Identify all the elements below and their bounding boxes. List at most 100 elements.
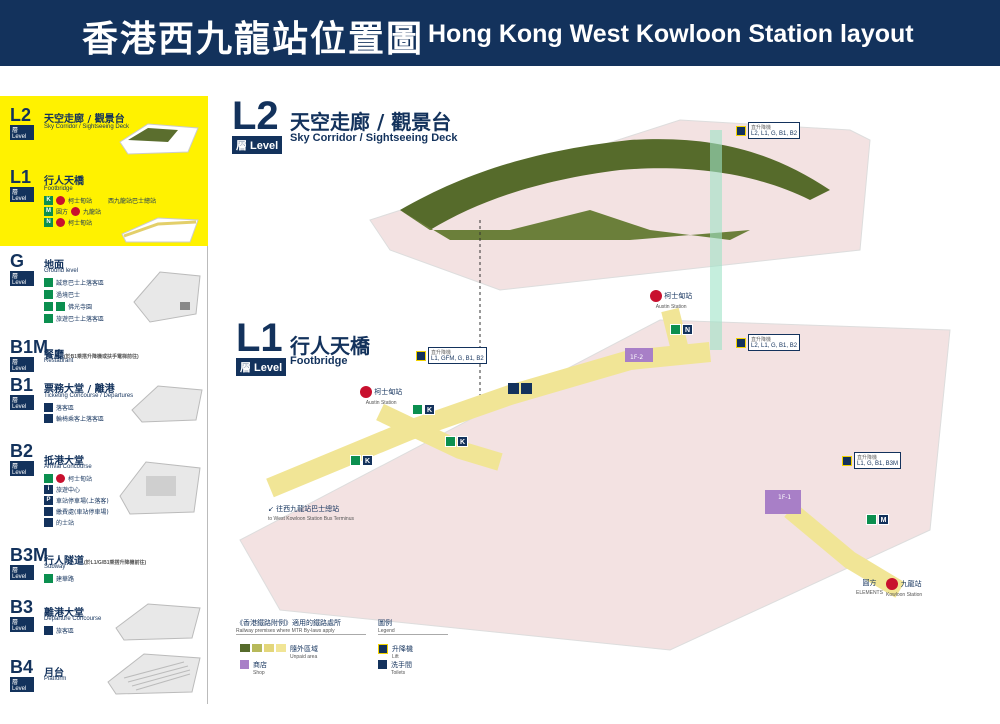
exit-icon: [350, 455, 361, 466]
exit-icon: N: [44, 218, 53, 227]
sidebar-level-b4-title: 月台: [44, 668, 64, 679]
sidebar-level-l2-subtitle: Sky Corridor / Sightseeing Deck: [44, 124, 130, 130]
legend-swatches: [240, 644, 286, 652]
sidebar-b1-row: 落客區: [44, 403, 74, 412]
l2-subtitle: Sky Corridor / Sightseeing Deck: [290, 132, 458, 144]
sidebar-b2-row: 的士站: [44, 518, 74, 527]
mtr-logo-icon: [71, 207, 81, 216]
lift-icon: [416, 350, 426, 361]
exit-icon: [44, 474, 53, 483]
header-banner: 香港西九龍站位置圖 Hong Kong West Kowloon Station…: [0, 0, 1000, 66]
shop-label: 1F-1: [778, 494, 792, 501]
exit-icon: [670, 324, 681, 335]
sidebar-level-b2-title: 抵港大堂: [44, 456, 84, 467]
dropoff-icon: [44, 403, 53, 412]
sidebar-level-b1m-title: 餐廳(於B1乘搭升降機或扶手電梯前往): [44, 350, 139, 361]
shop-label: 1F-2: [630, 354, 644, 361]
sidebar-g-row: 誠意巴士上落客區: [44, 278, 104, 287]
exit-k-sign[interactable]: K: [445, 436, 468, 447]
sidebar-b3-row: 旅客區: [44, 626, 74, 635]
mtr-logo-icon: [360, 386, 372, 398]
sidebar-level-b2-subtitle: Arrival Concourse: [44, 464, 92, 470]
exit-icon: [445, 436, 456, 447]
shop-icon: [240, 660, 249, 669]
page-title-zh: 香港西九龍站位置圖: [82, 18, 425, 60]
lift-icon: [736, 337, 746, 348]
station-map: [239, 119, 951, 651]
l2-green-roof: [400, 200, 810, 240]
toilet-icon: [508, 383, 519, 394]
wheelchair-icon: [521, 383, 532, 394]
footbridge-path: [266, 342, 711, 498]
exit-m-sign[interactable]: M: [866, 514, 889, 525]
exit-n-sign[interactable]: N: [670, 324, 693, 335]
info-icon: i: [44, 485, 53, 494]
sidebar-l1-row: 西九龍站巴士總站: [108, 198, 157, 205]
wheelchair-icon: [44, 414, 53, 423]
exit-icon: M: [44, 207, 53, 216]
sidebar-level-b3m-title: 行人隧道(於L1/G/B1乘搭升降機前往): [44, 556, 147, 567]
waiting-icon: [44, 626, 53, 635]
l2-green-roof: [400, 139, 830, 230]
sidebar-b1-row: 輪椅乘客上落客區: [44, 414, 104, 423]
l1-subtitle: Footbridge: [290, 355, 348, 367]
exit-k-sign[interactable]: K: [350, 455, 373, 466]
mtr-logo-icon: [650, 290, 662, 302]
legend-railway: 《香港鐵路附例》適用的鐵路處所 Railway premises where M…: [236, 618, 366, 635]
sidebar-level-b3-subtitle: Departure Concourse: [44, 616, 102, 622]
l2-title: 天空走廊 / 觀景台: [290, 110, 452, 134]
sidebar-level-l1-title: 行人天橋: [44, 176, 84, 187]
b1-thumbnail: [131, 385, 203, 423]
exit-icon: [44, 574, 53, 583]
exit-icon: [866, 514, 877, 525]
footbridge-path: [784, 503, 905, 598]
mtr-logo-icon: [886, 578, 899, 590]
sidebar-b2-row: 繳費處(車站停車場): [44, 507, 109, 516]
sidebar-b3m-row: 建華路: [44, 574, 74, 583]
sidebar-g-row: 旅遊巴士上落客區: [44, 314, 104, 323]
b4-thumbnail: [107, 653, 201, 695]
footbridge-path: [376, 403, 503, 471]
shop-1f-2[interactable]: [625, 348, 653, 362]
exit-icon: [56, 302, 65, 311]
sidebar-level-b1-title: 票務大堂 / 離港: [44, 384, 115, 395]
shop-1f-1[interactable]: [765, 490, 801, 514]
l2-thumbnail: [119, 123, 199, 155]
exit-icon: [44, 278, 53, 287]
exit-k-sign[interactable]: K: [412, 404, 435, 415]
exit-icon: [412, 404, 423, 415]
sidebar-level-g-subtitle: Ground level: [44, 268, 79, 274]
swatch: [276, 644, 286, 652]
sidebar-level-b3-title: 離港大堂: [44, 608, 84, 619]
swatch: [252, 644, 262, 652]
mtr-logo-icon: [56, 196, 65, 205]
g-thumbnail: [133, 271, 201, 323]
sidebar-g-row: 過境巴士: [44, 290, 80, 299]
mtr-logo-icon: [56, 474, 65, 483]
lift-icon: [842, 455, 852, 466]
toilets-sign[interactable]: [508, 383, 532, 394]
